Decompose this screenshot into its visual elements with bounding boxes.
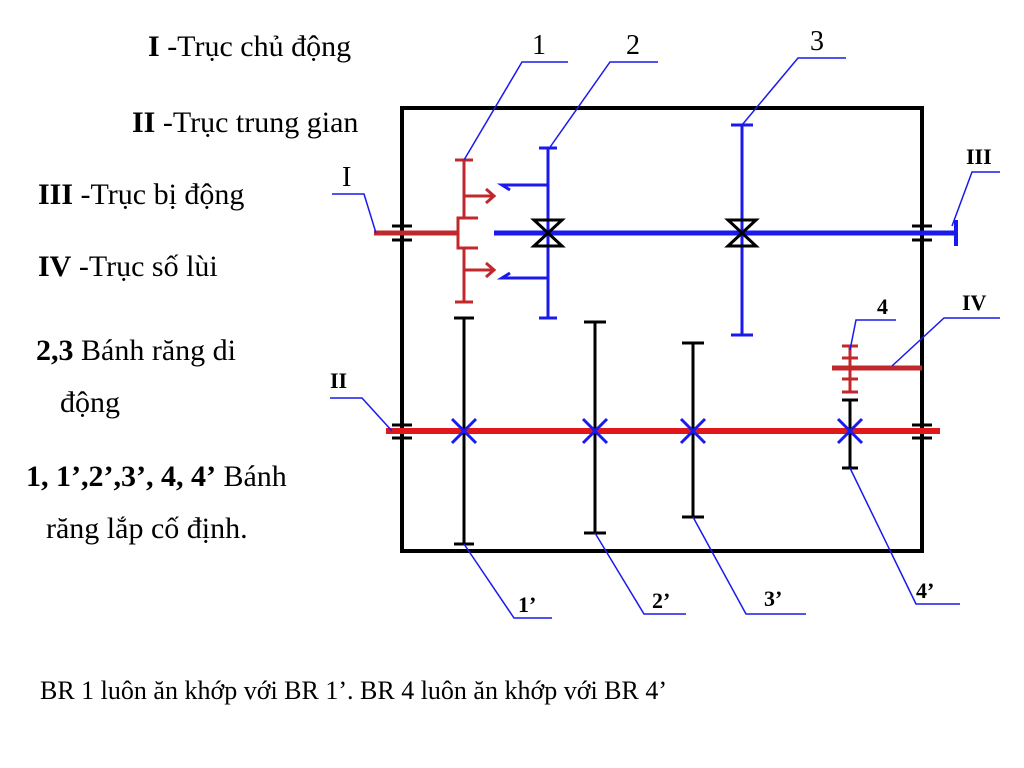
leader-lines xyxy=(330,57,1000,619)
caption: BR 1 luôn ăn khớp với BR 1’. BR 4 luôn ă… xyxy=(40,676,668,705)
legend-key: IV xyxy=(38,250,72,283)
label-gear-3-prime: 3’ xyxy=(764,586,782,611)
gear-4 xyxy=(842,344,858,394)
label-gear-3: 3 xyxy=(810,26,824,57)
legend-shaft-i: I -Trục chủ động xyxy=(148,30,351,64)
legend-key: II xyxy=(132,106,156,139)
legend-shaft-iii: III -Trục bị động xyxy=(38,178,244,212)
legend-text: -Trục trung gian xyxy=(155,106,359,139)
label-shaft-iii: III xyxy=(966,144,992,169)
legend-text: Bánh xyxy=(215,460,287,493)
shaft-i xyxy=(374,216,478,250)
key-marks xyxy=(450,417,864,445)
legend-shaft-iv: IV -Trục số lùi xyxy=(38,250,218,284)
label-shaft-iv: IV xyxy=(962,290,987,315)
label-shaft-i: I xyxy=(342,162,351,193)
legend-sliding-gears-cont: động xyxy=(60,386,120,420)
legend-text: răng lắp cố định. xyxy=(46,512,248,545)
gear-3 xyxy=(724,123,760,337)
bearings xyxy=(392,224,932,440)
legend-text: Bánh răng di xyxy=(73,334,236,367)
gear-2-prime xyxy=(584,320,606,535)
label-shaft-ii: II xyxy=(330,368,347,393)
legend-text: -Trục bị động xyxy=(73,178,245,211)
legend-text: -Trục số lùi xyxy=(71,250,218,283)
legend-key: I xyxy=(148,30,160,63)
legend-text: -Trục chủ động xyxy=(159,30,352,63)
legend-key: 1, 1’,2’,3’, 4, 4’ xyxy=(26,460,216,493)
legend-shaft-ii: II -Trục trung gian xyxy=(132,106,358,140)
legend-fixed-gears: 1, 1’,2’,3’, 4, 4’ Bánh xyxy=(26,460,287,494)
label-gear-1-prime: 1’ xyxy=(518,592,536,617)
gear-2 xyxy=(496,146,566,320)
legend-key: III xyxy=(38,178,74,211)
legend-key: 2,3 xyxy=(36,334,74,367)
label-gear-4-prime: 4’ xyxy=(916,578,934,603)
label-gear-2: 2 xyxy=(626,30,640,61)
label-gear-4: 4 xyxy=(877,294,888,319)
gearbox-housing xyxy=(400,106,924,553)
legend-text: động xyxy=(60,386,120,419)
label-gear-1: 1 xyxy=(532,30,546,61)
legend-sliding-gears: 2,3 Bánh răng di xyxy=(36,334,236,368)
shaft-iii xyxy=(494,220,958,246)
label-gear-2-prime: 2’ xyxy=(652,588,670,613)
gear-1 xyxy=(455,158,497,304)
legend-fixed-gears-cont: răng lắp cố định. xyxy=(46,512,248,546)
